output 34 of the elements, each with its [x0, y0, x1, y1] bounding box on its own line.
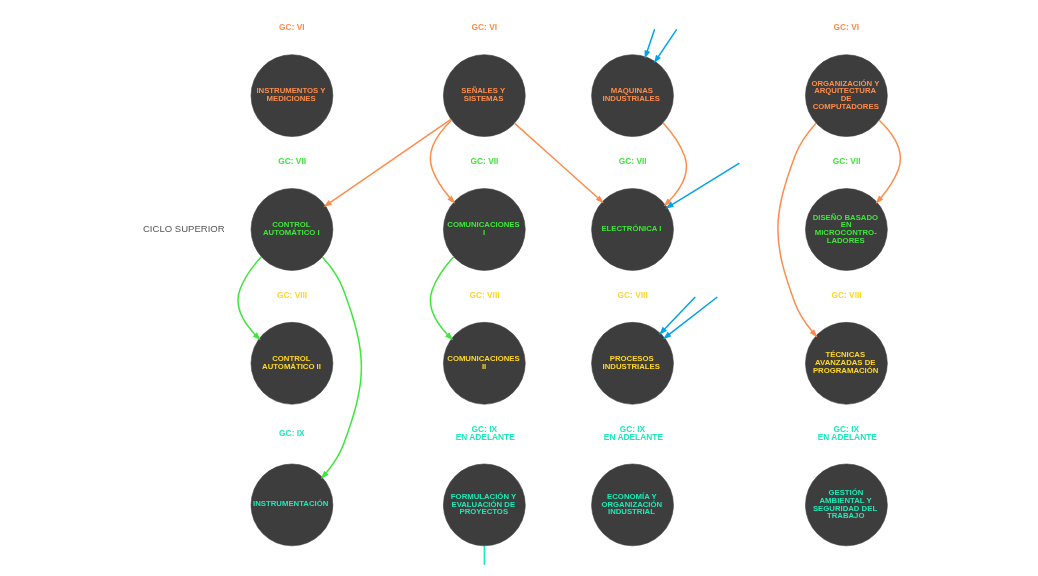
- arrow: [429, 256, 454, 341]
- node-label: GC: VII: [832, 156, 861, 167]
- node-label: GC: IX: [470, 423, 497, 434]
- node-label: EN ADELANTE: [603, 432, 663, 443]
- arrow: [776, 122, 817, 338]
- node-label: GC: VIII: [468, 290, 500, 300]
- node-label: GC: VII: [470, 156, 498, 167]
- arrow: [658, 296, 718, 340]
- connector: [483, 545, 485, 566]
- arrow: [663, 162, 740, 209]
- node-label: GC: VIII: [617, 290, 648, 300]
- label: CICLO SUPERIOR: [142, 222, 225, 234]
- arrow: [658, 296, 696, 340]
- arrow: [513, 122, 604, 204]
- node-label: EN ADELANTE: [455, 432, 515, 443]
- node-label: GC: IX: [833, 423, 859, 434]
- arrow: [320, 256, 362, 479]
- arrow: [429, 119, 455, 204]
- node-label: GC: IX: [278, 427, 305, 438]
- arrow: [644, 28, 655, 59]
- node-label: GC: VI: [278, 22, 305, 33]
- node-label: EN ADELANTE: [817, 432, 877, 443]
- node-label: GC: VIII: [276, 290, 307, 300]
- arrow: [323, 118, 452, 208]
- arrow: [661, 122, 687, 207]
- arrow: [875, 119, 901, 204]
- node-label: GC: VII: [277, 156, 306, 167]
- arrow: [653, 28, 677, 64]
- node-label: GC: VI: [470, 22, 497, 33]
- arrow: [236, 256, 262, 341]
- node-label: GC: VII: [618, 156, 647, 167]
- node-label: GC: VI: [833, 22, 859, 33]
- node-label: GC: IX: [619, 423, 645, 434]
- node-label: GC: VIII: [830, 290, 862, 300]
